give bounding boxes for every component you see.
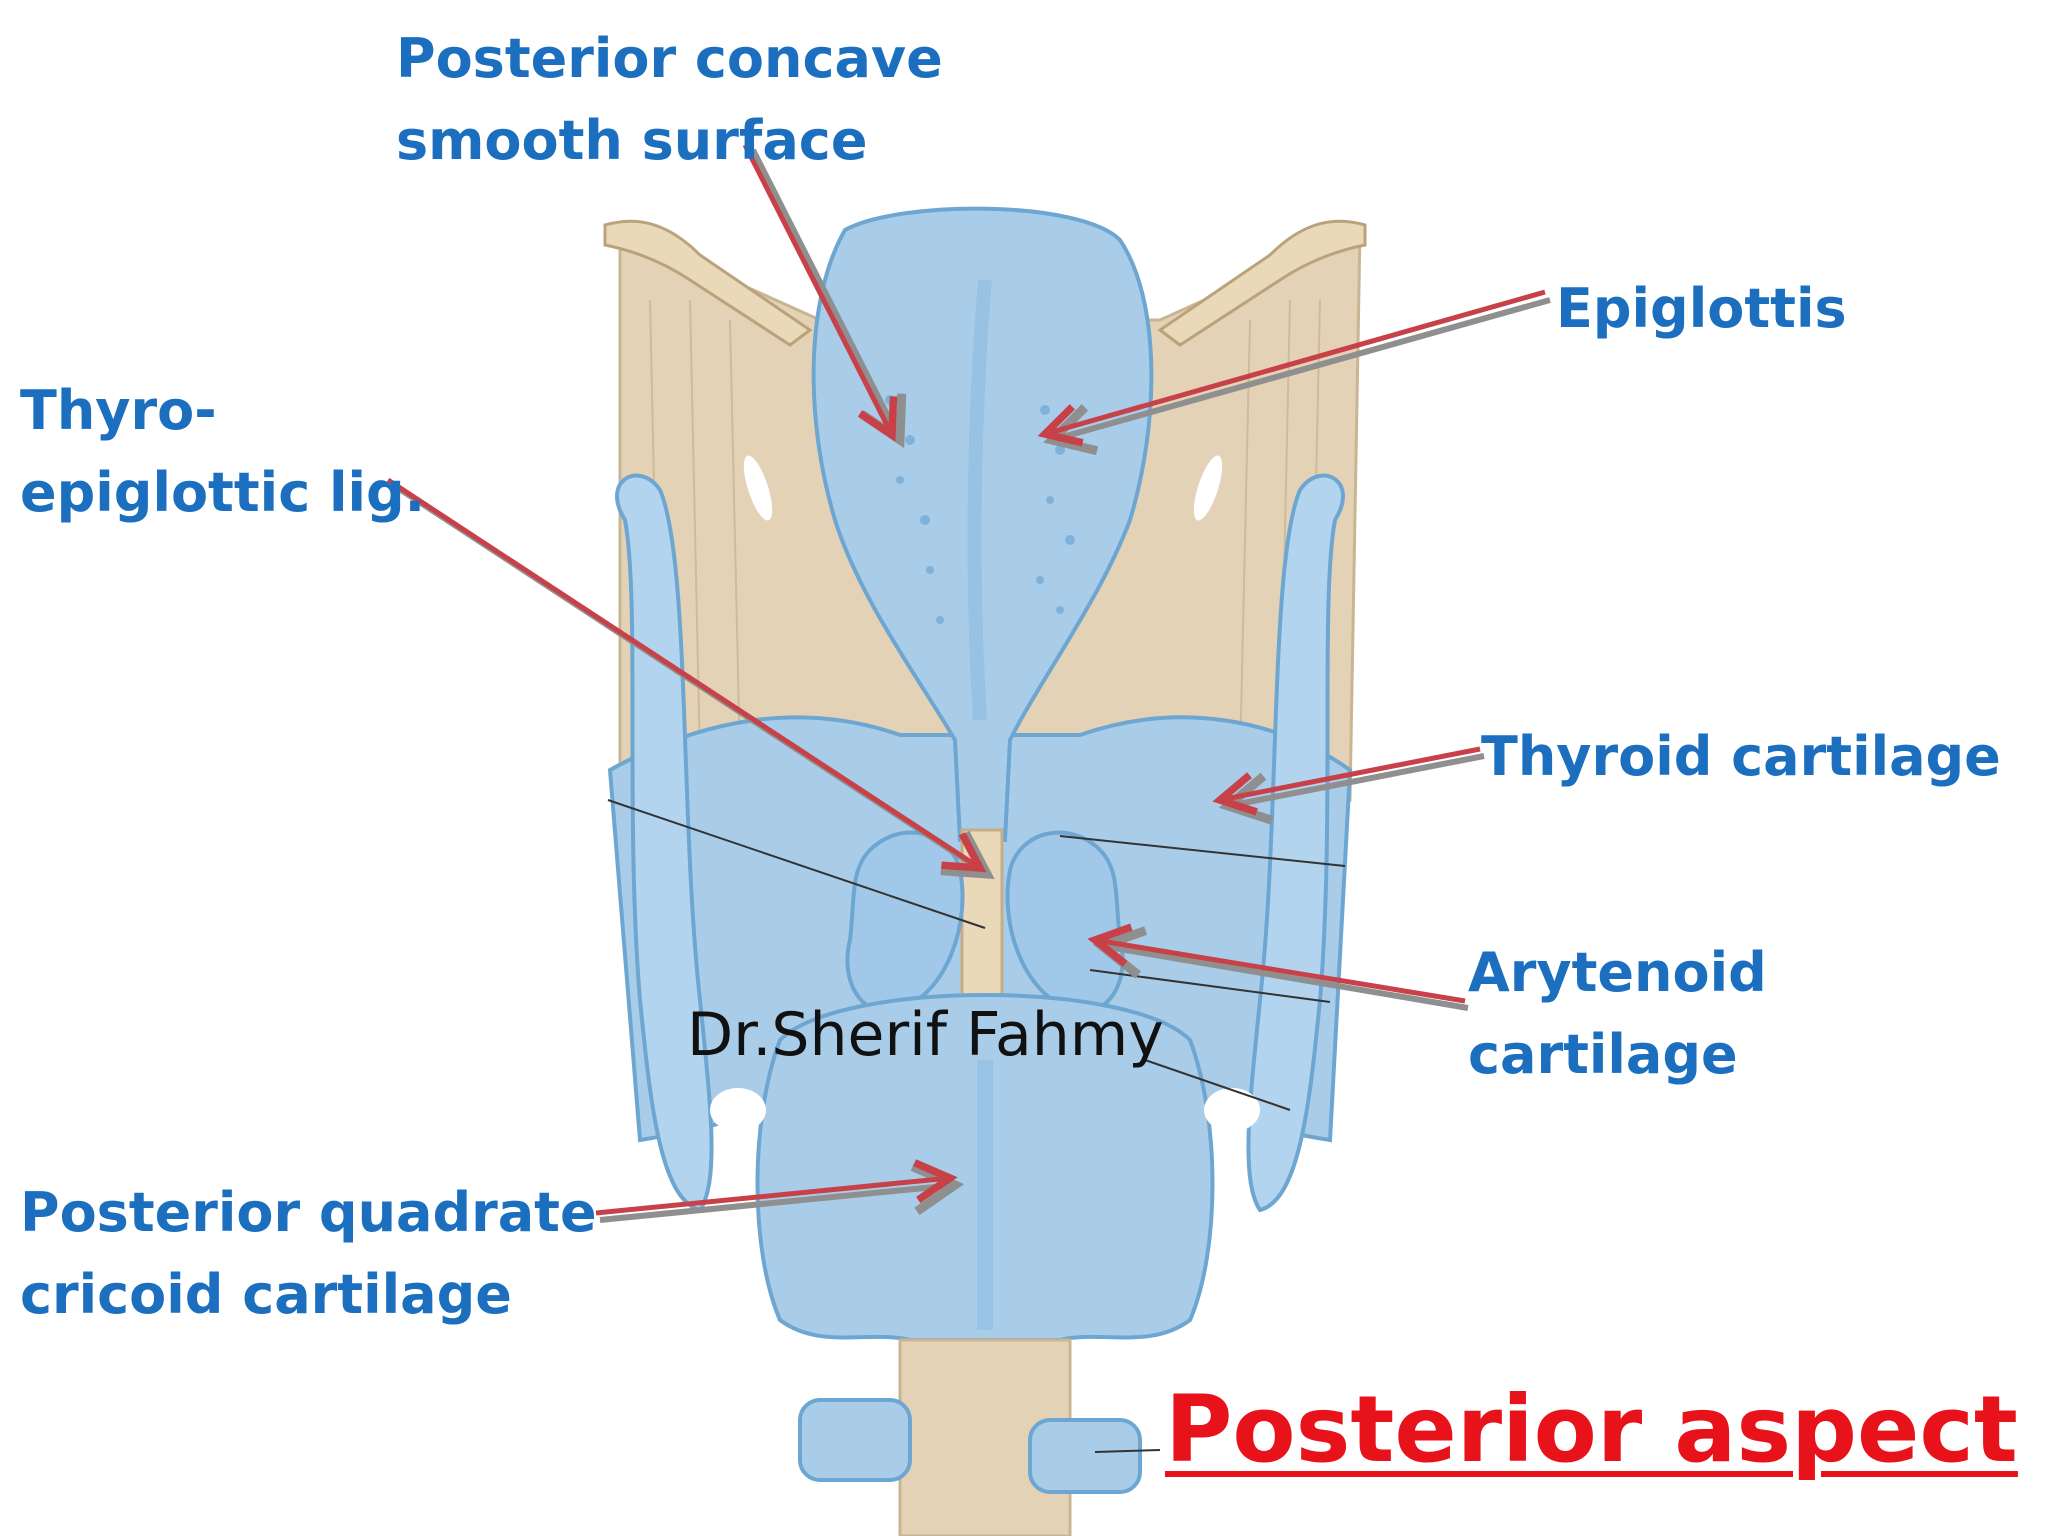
label-line: cartilage <box>1468 1023 1738 1086</box>
label-thyro-epiglottic-ligament: Thyro- epiglottic lig. <box>20 370 425 534</box>
right-greater-horn <box>1157 219 1367 347</box>
arrow-arytenoid <box>1095 940 1469 1011</box>
label-line: epiglottic lig. <box>20 461 426 524</box>
label-line: Epiglottis <box>1556 277 1847 340</box>
label-line: Posterior quadrate <box>20 1181 597 1244</box>
left-greater-horn <box>603 219 813 347</box>
arrow-thyroid <box>1220 746 1485 806</box>
epiglottis-shape <box>811 206 1154 842</box>
left-thyroid-horn <box>615 473 714 1213</box>
left-foramen <box>743 455 773 521</box>
right-tracheal-ring <box>1028 1418 1142 1494</box>
label-epiglottis: Epiglottis <box>1556 268 1847 350</box>
left-cricothyroid-gap <box>710 1088 766 1132</box>
pointer-arrows <box>386 143 1551 1223</box>
right-foramen <box>1193 455 1223 521</box>
label-posterior-concave-surface: Posterior concave smooth surface <box>396 18 943 182</box>
label-line: Arytenoid <box>1468 941 1767 1004</box>
epiglottis-median-ridge <box>967 279 992 721</box>
author-watermark: Dr.Sherif Fahmy <box>687 1000 1164 1070</box>
label-posterior-quadrate-cricoid: Posterior quadrate cricoid cartilage <box>20 1172 597 1336</box>
arrow-posterior-concave <box>742 143 900 440</box>
thyro-epiglottic-ligament-shape <box>960 828 1004 1002</box>
label-line: Thyro- <box>20 379 217 442</box>
label-line: smooth surface <box>396 109 868 172</box>
left-tracheal-ring <box>798 1398 912 1482</box>
label-arytenoid-cartilage: Arytenoid cartilage <box>1468 932 1767 1096</box>
arrow-thyro-epiglottic <box>386 477 987 874</box>
view-title: Posterior aspect <box>1165 1376 2018 1483</box>
label-line: cricoid cartilage <box>20 1263 512 1326</box>
label-thyroid-cartilage: Thyroid cartilage <box>1481 716 2001 798</box>
arrow-epiglottis <box>1045 289 1551 440</box>
arrow-posterior-quadrate <box>595 1178 955 1223</box>
label-line: Thyroid cartilage <box>1481 725 2001 788</box>
right-cricothyroid-gap <box>1204 1088 1260 1132</box>
right-thyroid-horn <box>1246 473 1345 1213</box>
label-line: Posterior concave <box>396 27 943 90</box>
